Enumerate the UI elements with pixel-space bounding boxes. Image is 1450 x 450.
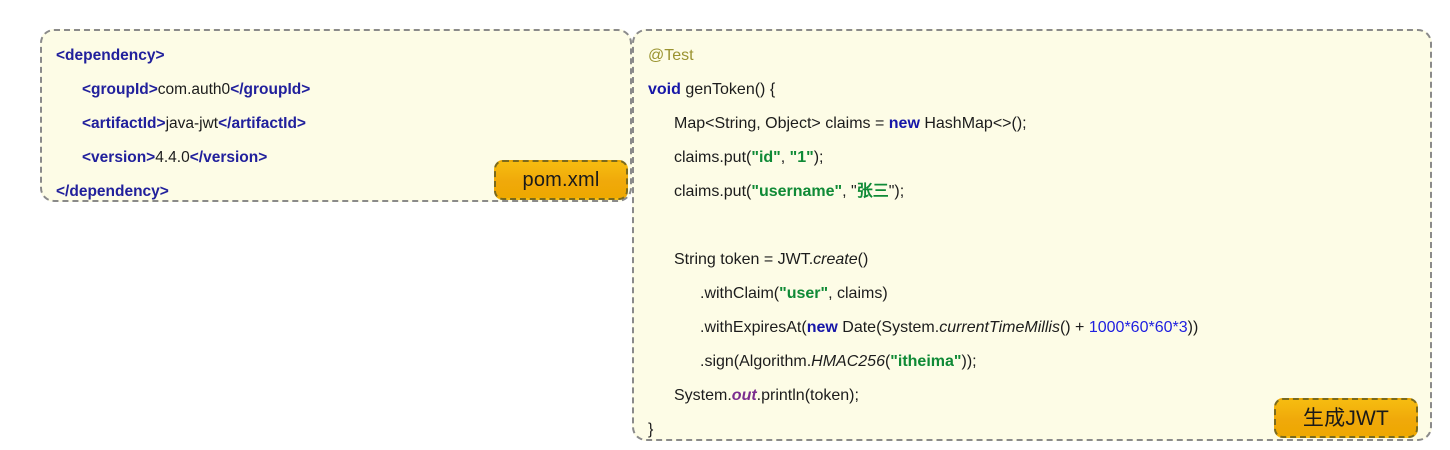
- code-token-tag: </version>: [189, 149, 268, 166]
- code-token-tag: <artifactId>: [82, 115, 166, 132]
- code-token-tag: </artifactId>: [218, 115, 306, 132]
- code-token-plain: Map<String, Object> claims =: [674, 115, 889, 132]
- code-token-str: "1": [789, 149, 814, 166]
- code-token-plain: genToken() {: [680, 81, 776, 98]
- code-token-plain: .withClaim(: [700, 285, 780, 302]
- code-token-plain: 4.4.0: [155, 149, 190, 166]
- code-line: Map<String, Object> claims = new HashMap…: [634, 107, 1198, 141]
- code-token-num: 1000*60*60*3: [1088, 319, 1188, 336]
- pom-xml-code-block: <dependency> <groupId>com.auth0</groupId>…: [42, 31, 310, 209]
- code-token-plain: ,: [780, 149, 790, 166]
- code-token-plain: ));: [961, 353, 977, 370]
- code-line: <dependency>: [42, 39, 310, 73]
- code-token-tag: <version>: [82, 149, 156, 166]
- code-token-plain: () +: [1059, 319, 1089, 336]
- code-token-kw: void: [648, 81, 681, 98]
- code-token-tag: </dependency>: [56, 183, 169, 200]
- code-line: .withClaim("user", claims): [634, 277, 1198, 311]
- code-line: .withExpiresAt(new Date(System.currentTi…: [634, 311, 1198, 345]
- code-token-ital: create: [813, 251, 858, 268]
- code-token-str: "id": [751, 149, 781, 166]
- code-line: void genToken() {: [634, 73, 1198, 107]
- code-line: .sign(Algorithm.HMAC256("itheima"));: [634, 345, 1198, 379]
- code-token-plain: ,: [842, 183, 852, 200]
- code-token-plain: claims.put(: [674, 183, 752, 200]
- code-token-ital: currentTimeMillis: [939, 319, 1060, 336]
- code-token-plain: .withExpiresAt(: [700, 319, 807, 336]
- code-token-plain: (: [884, 353, 891, 370]
- code-token-tag: <dependency>: [56, 47, 165, 64]
- code-line: }: [634, 413, 1198, 447]
- code-token-kw: new: [888, 115, 920, 132]
- code-line: claims.put("id", "1");: [634, 141, 1198, 175]
- code-token-plain: String token = JWT.: [674, 251, 814, 268]
- code-token-anno: @Test: [648, 47, 694, 64]
- badge-pom-xml: pom.xml: [494, 160, 628, 200]
- code-token-plain: com.auth0: [157, 81, 231, 98]
- code-token-field: out: [731, 387, 757, 404]
- code-token-str: "user": [779, 285, 829, 302]
- code-token-kw: new: [806, 319, 838, 336]
- code-token-plain: .println(token);: [756, 387, 859, 404]
- code-line: <version>4.4.0</version>: [42, 141, 310, 175]
- code-line: [634, 209, 1198, 243]
- code-token-str: "username": [751, 183, 843, 200]
- code-token-plain: (): [857, 251, 869, 268]
- code-token-plain: , claims): [828, 285, 888, 302]
- code-token-tag: <groupId>: [82, 81, 158, 98]
- code-token-plain: }: [648, 421, 654, 438]
- code-line: String token = JWT.create(): [634, 243, 1198, 277]
- code-token-str: 张三: [856, 183, 889, 200]
- code-line: claims.put("username", "张三");: [634, 175, 1198, 209]
- code-token-plain: HashMap<>();: [919, 115, 1027, 132]
- code-token-q: ": [888, 183, 895, 200]
- code-token-q: ": [851, 183, 857, 200]
- code-token-plain: System.: [674, 387, 732, 404]
- pom-xml-code-panel: <dependency> <groupId>com.auth0</groupId>…: [40, 29, 632, 202]
- code-line: @Test: [634, 39, 1198, 73]
- code-token-plain: )): [1187, 319, 1199, 336]
- code-line: </dependency>: [42, 175, 310, 209]
- badge-generate-jwt: 生成JWT: [1274, 398, 1418, 438]
- code-line: System.out.println(token);: [634, 379, 1198, 413]
- code-token-plain: );: [813, 149, 824, 166]
- code-token-plain: .sign(Algorithm.: [700, 353, 812, 370]
- code-token-plain: Date(System.: [837, 319, 940, 336]
- code-token-str: "itheima": [890, 353, 962, 370]
- code-token-plain: claims.put(: [674, 149, 752, 166]
- code-token-tag: </groupId>: [230, 81, 311, 98]
- code-line: <groupId>com.auth0</groupId>: [42, 73, 310, 107]
- code-token-plain: );: [894, 183, 905, 200]
- code-line: <artifactId>java-jwt</artifactId>: [42, 107, 310, 141]
- code-token-ital: HMAC256: [811, 353, 885, 370]
- code-token-plain: java-jwt: [165, 115, 219, 132]
